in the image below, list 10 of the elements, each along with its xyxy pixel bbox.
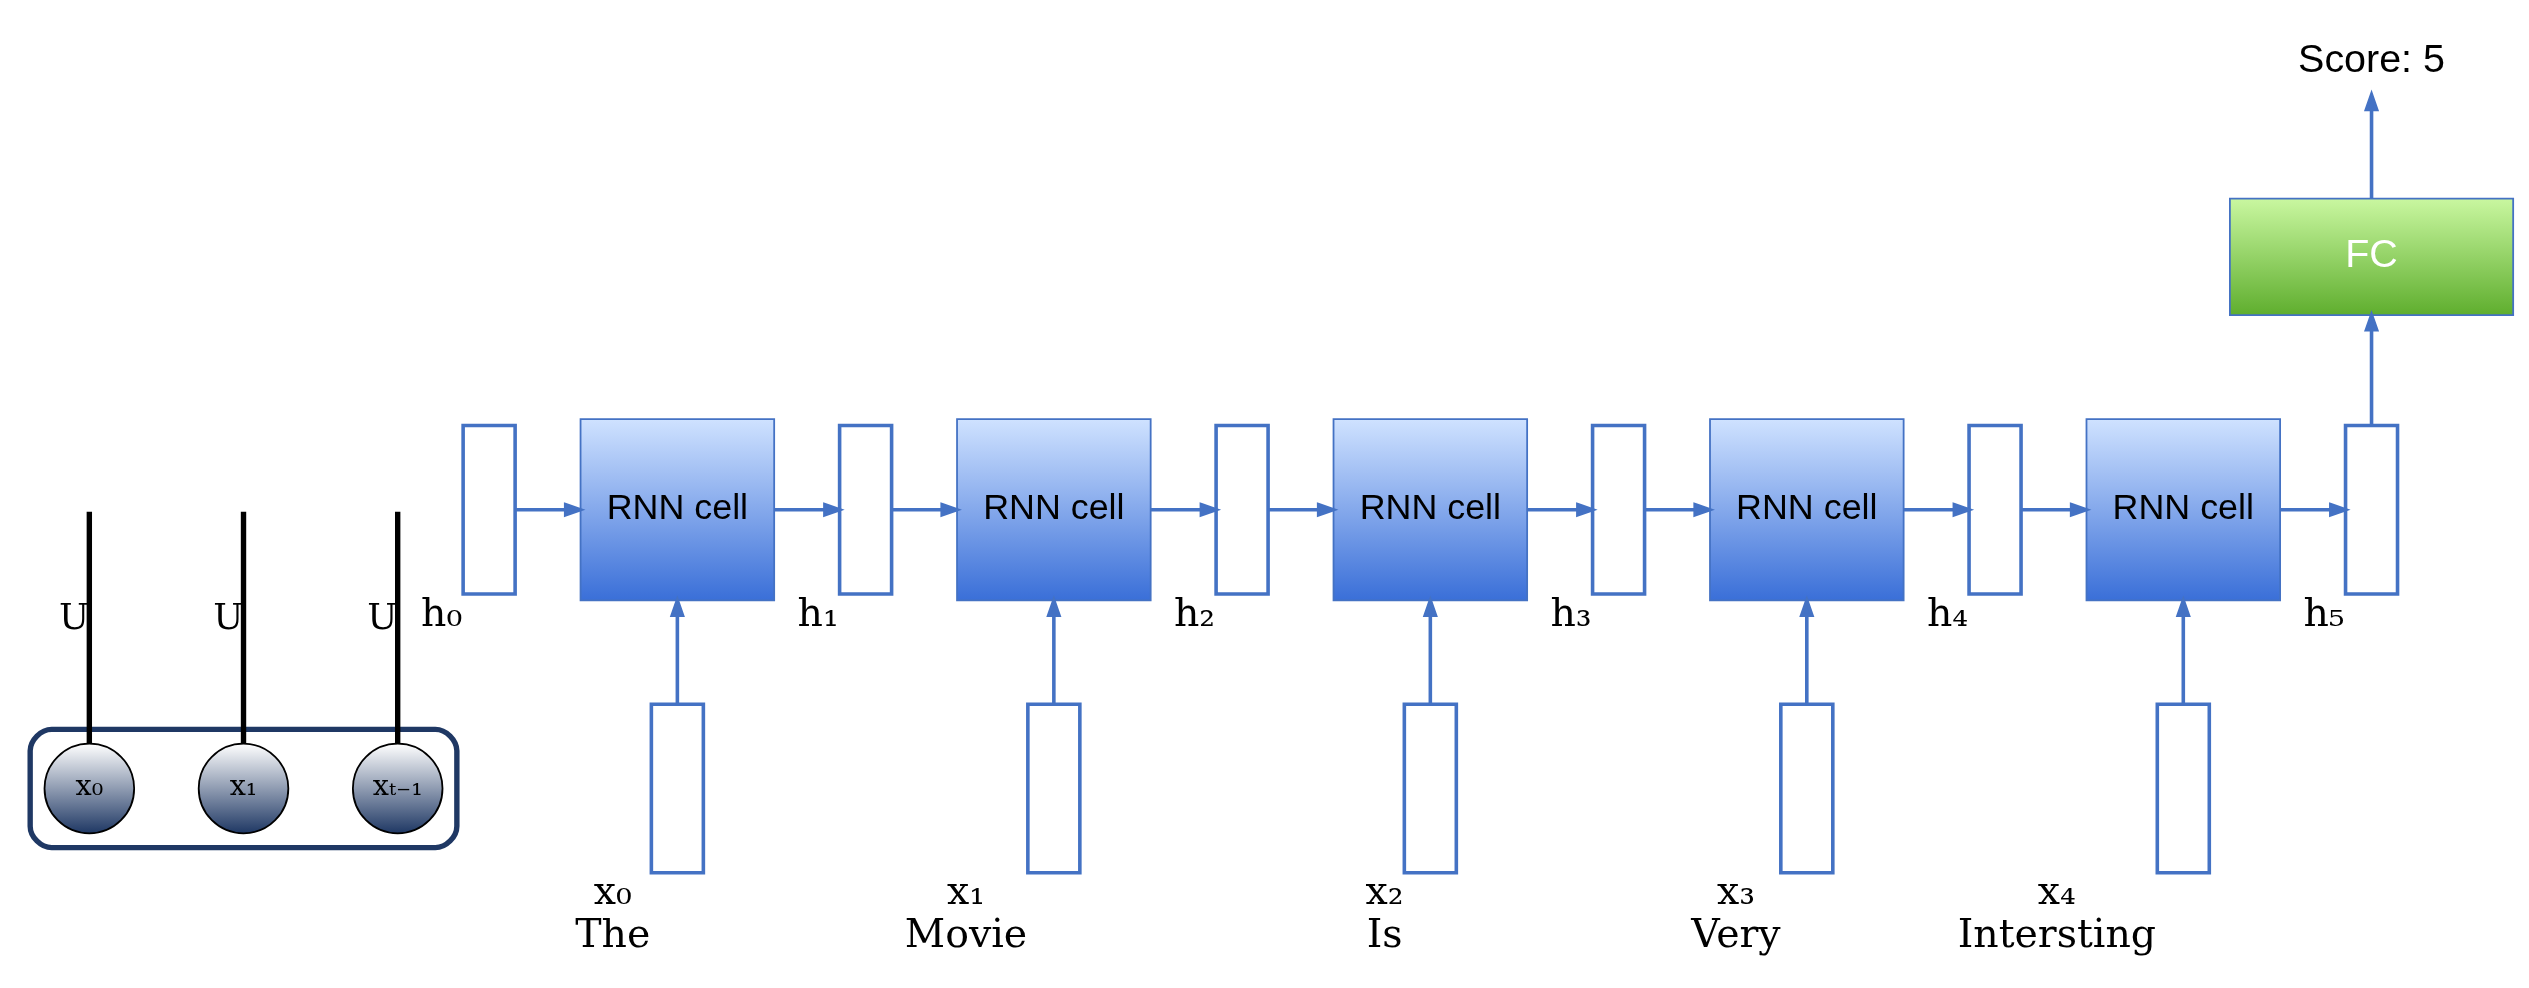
node-label: h₄ — [1926, 588, 1969, 635]
node-text: Score: 5 — [2298, 35, 2445, 80]
node-label: h₃ — [1550, 588, 1592, 635]
edge-label: U — [213, 595, 244, 637]
edge-label: U — [58, 595, 90, 637]
node-label: h₅ — [2303, 588, 2345, 635]
node-label: h₁ — [797, 588, 839, 635]
edge-label: U — [367, 595, 398, 637]
node-label: h₀ — [421, 588, 463, 635]
node-label: h₂ — [1173, 588, 1216, 635]
